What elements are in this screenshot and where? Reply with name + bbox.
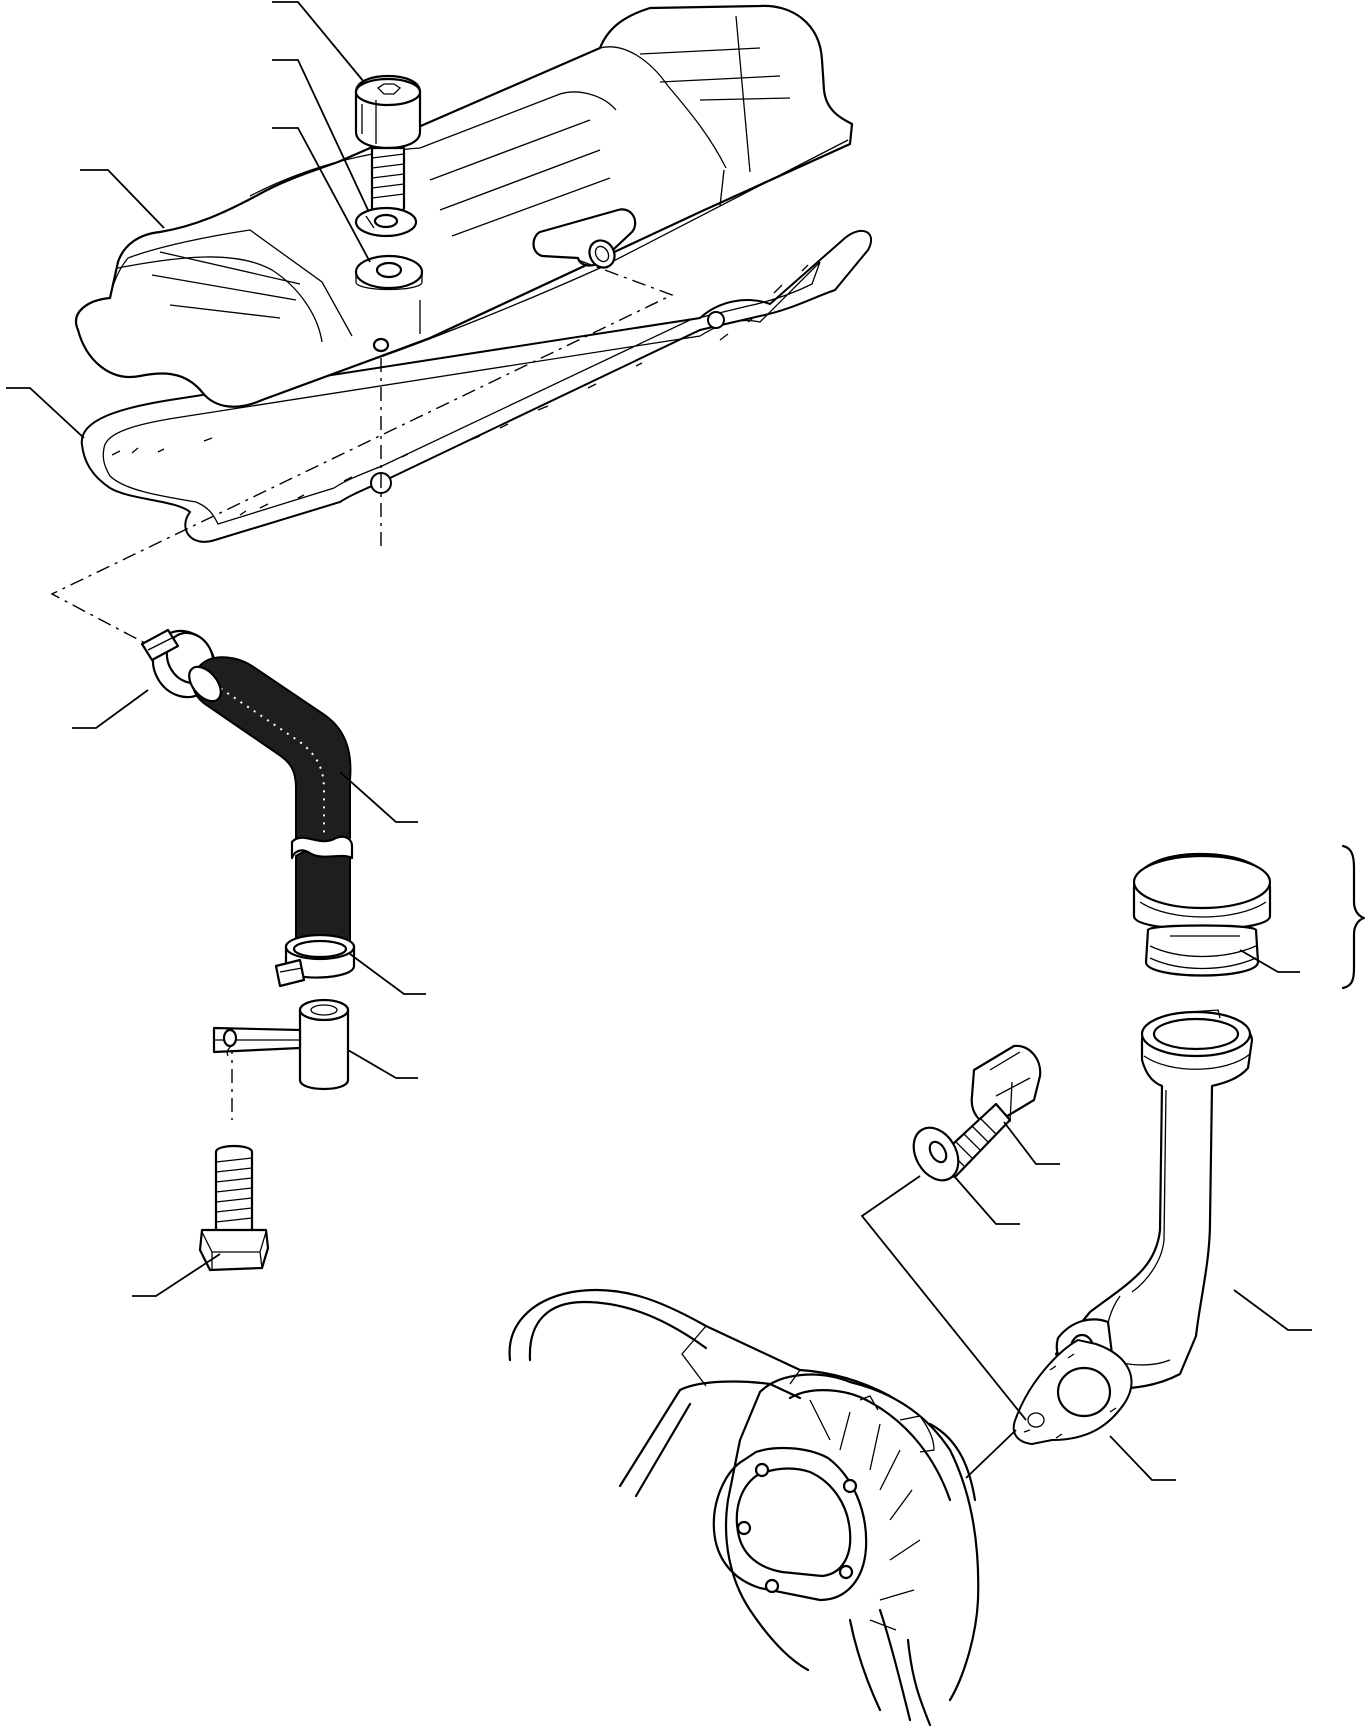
leader-filler-cap <box>1239 949 1300 973</box>
filler-cap <box>1132 852 1272 977</box>
leader-screw <box>272 1 365 83</box>
breather-hose <box>188 656 354 960</box>
cover-gasket <box>80 229 873 543</box>
flat-washer <box>354 254 424 291</box>
oil-filler-tube <box>1054 1009 1254 1390</box>
leader-tube-gasket <box>1109 1435 1176 1481</box>
leader-right-washer <box>953 1175 1020 1225</box>
leader-cover-gasket <box>6 387 85 439</box>
socket-head-screw <box>354 74 422 214</box>
breather-pipe-fitting <box>212 998 350 1090</box>
leader-right-bolt <box>1003 1121 1060 1165</box>
leader-filler-tube <box>1233 1289 1312 1331</box>
leader-valve-cover <box>80 169 165 229</box>
kit-brace <box>1341 844 1366 990</box>
leader-lock-washer <box>272 59 369 211</box>
engine-block <box>508 1288 980 1727</box>
leader-hose <box>339 771 418 823</box>
tube-gasket <box>1012 1338 1133 1446</box>
valve-cover <box>75 4 854 408</box>
leader-upper-clamp <box>72 689 149 729</box>
leader-lower-clamp <box>349 953 426 995</box>
callout-leaders <box>6 1 1312 1481</box>
leader-washer-set <box>860 1175 1027 1479</box>
assembly-lines <box>50 259 674 1120</box>
lock-washer <box>354 206 418 238</box>
hex-bolt-left <box>198 1144 270 1272</box>
leader-pipe-fitting <box>347 1049 418 1079</box>
washer-right <box>912 1126 960 1182</box>
hose-clamp-lower <box>274 933 356 988</box>
leader-left-bolt <box>132 1253 221 1297</box>
leader-flat-washer <box>272 127 371 263</box>
